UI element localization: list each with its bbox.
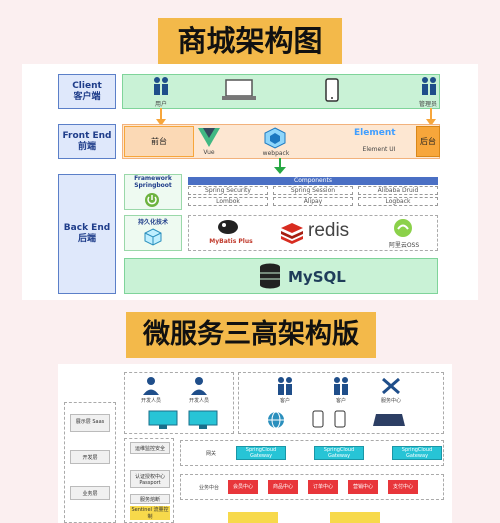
vue-icon — [198, 128, 220, 148]
oss-icon — [392, 218, 414, 238]
tools-icon — [380, 376, 402, 396]
layer-frontend-label: Front End 前端 — [58, 124, 116, 159]
component-spring-security: Spring Security — [188, 186, 268, 195]
vue-label: Vue — [203, 149, 215, 156]
bottom-title-band: 微服务三高架构版 — [126, 312, 376, 358]
gateway-label: 网关 — [205, 451, 216, 457]
laptop-icon — [222, 79, 256, 101]
developer-icon-2 — [190, 376, 208, 396]
service-box-2: 商品中心 — [268, 480, 298, 494]
lower-bar-2 — [330, 512, 380, 523]
webpack-icon — [264, 127, 286, 149]
client-frame — [238, 372, 444, 434]
frontend-left-tag-text: 前台 — [151, 137, 167, 146]
frontend-right-tag: 后台 — [416, 126, 440, 157]
user-label: 用户 — [154, 101, 167, 108]
database-icon — [259, 263, 281, 289]
monitor-icon-1 — [148, 410, 178, 430]
layer-client-zh: 客户端 — [73, 91, 101, 102]
layer-backend-en: Back End — [63, 223, 111, 233]
client-row — [122, 74, 440, 109]
gateway-frame — [180, 440, 444, 466]
redis-label: redis — [308, 220, 350, 241]
service-box-1: 会员中心 — [228, 480, 258, 494]
mybatis-icon — [216, 218, 240, 236]
element-brand-text: Element — [354, 128, 396, 138]
persist-label: 持久化技术 — [137, 219, 168, 226]
sentinel-box: Sentinel 流量控制 — [130, 506, 170, 520]
layer-backend-label: Back End 后端 — [58, 174, 116, 294]
service-box-3: 订单中心 — [308, 480, 338, 494]
arrow-left-down-icon — [156, 108, 166, 126]
mysql-label: MySQL — [288, 268, 346, 286]
client-icon-2 — [332, 376, 350, 396]
component-spring-session: Spring Session — [273, 186, 353, 195]
mobile-icon-2 — [334, 410, 346, 428]
mybatis-label: MyBatis Plus — [209, 238, 253, 245]
user-icon — [152, 76, 170, 98]
framework-label-1: Framework — [134, 175, 172, 182]
lower-bar-1 — [228, 512, 278, 523]
webpack-label: webpack — [262, 150, 290, 157]
gateway-box-3: SpringCloud Gateway — [392, 446, 442, 460]
micro-left-item-2: 开发层 — [70, 450, 110, 464]
developer-icon-1 — [142, 376, 160, 396]
mysql-row — [124, 258, 438, 294]
developer-label-2: 开发人员 — [188, 398, 209, 404]
arrow-right-down-icon — [426, 108, 436, 126]
top-title-band: 商城架构图 — [158, 18, 342, 64]
micro-left-item-1: 展示层 Saas — [70, 414, 110, 432]
dev-frame — [124, 372, 234, 434]
layer-client-label: Client 客户端 — [58, 74, 116, 109]
component-alibaba-druid: Alibaba Druid — [358, 186, 438, 195]
biz-label: 业务中台 — [198, 485, 219, 491]
framework-box — [124, 174, 182, 210]
services-frame — [180, 474, 444, 500]
layer-frontend-en: Front End — [62, 130, 112, 141]
developer-label-1: 开发人员 — [140, 398, 161, 404]
service-box-4: 营销中心 — [348, 480, 378, 494]
admin-icon — [420, 76, 438, 98]
arrow-center-down-icon — [274, 158, 286, 174]
client-icon-1 — [276, 376, 294, 396]
springboot-icon — [144, 192, 160, 208]
gateway-box-1: SpringCloud Gateway — [236, 446, 286, 460]
support-box: 服务熔断 — [130, 494, 170, 504]
element-brand: Element — [354, 128, 404, 142]
component-alipay: Alipay — [273, 197, 353, 206]
component-lombok: Lombok — [188, 197, 268, 206]
framework-label-2: Springboot — [134, 182, 172, 189]
persist-cube-icon — [144, 228, 162, 246]
oss-label: 阿里云OSS — [388, 242, 420, 249]
client-label-1: 客户 — [279, 398, 290, 404]
framework-label: Framework Springboot — [124, 175, 182, 189]
gateway-box-2: SpringCloud Gateway — [314, 446, 364, 460]
layer-backend-zh: 后端 — [77, 234, 96, 244]
layer-frontend-zh: 前端 — [77, 141, 96, 152]
layer-client-en: Client — [72, 80, 102, 91]
globe-icon — [266, 410, 286, 430]
components-title: Components — [188, 177, 438, 185]
passport-box: 认证授权中心 Passport — [130, 470, 170, 488]
frontend-left-tag: 前台 — [124, 126, 194, 157]
client-label-2: 客户 — [335, 398, 346, 404]
element-ui-label: Element UI — [362, 146, 396, 153]
client-label-3: 服务中心 — [380, 398, 401, 404]
component-logback: Logback — [358, 197, 438, 206]
micro-left-item-3: 业务层 — [70, 486, 110, 500]
admin-label: 管理员 — [418, 101, 437, 108]
monitor-security-box: 运维监控安全 — [130, 442, 170, 454]
phone-icon — [325, 78, 339, 102]
server-icon — [372, 412, 406, 426]
redis-icon — [280, 222, 304, 244]
mobile-icon-1 — [312, 410, 324, 428]
bottom-title: 微服务三高架构版 — [143, 319, 359, 350]
service-box-5: 支付中心 — [388, 480, 418, 494]
top-title: 商城架构图 — [177, 24, 323, 58]
monitor-icon-2 — [188, 410, 218, 430]
frontend-right-tag-text: 后台 — [420, 137, 436, 146]
